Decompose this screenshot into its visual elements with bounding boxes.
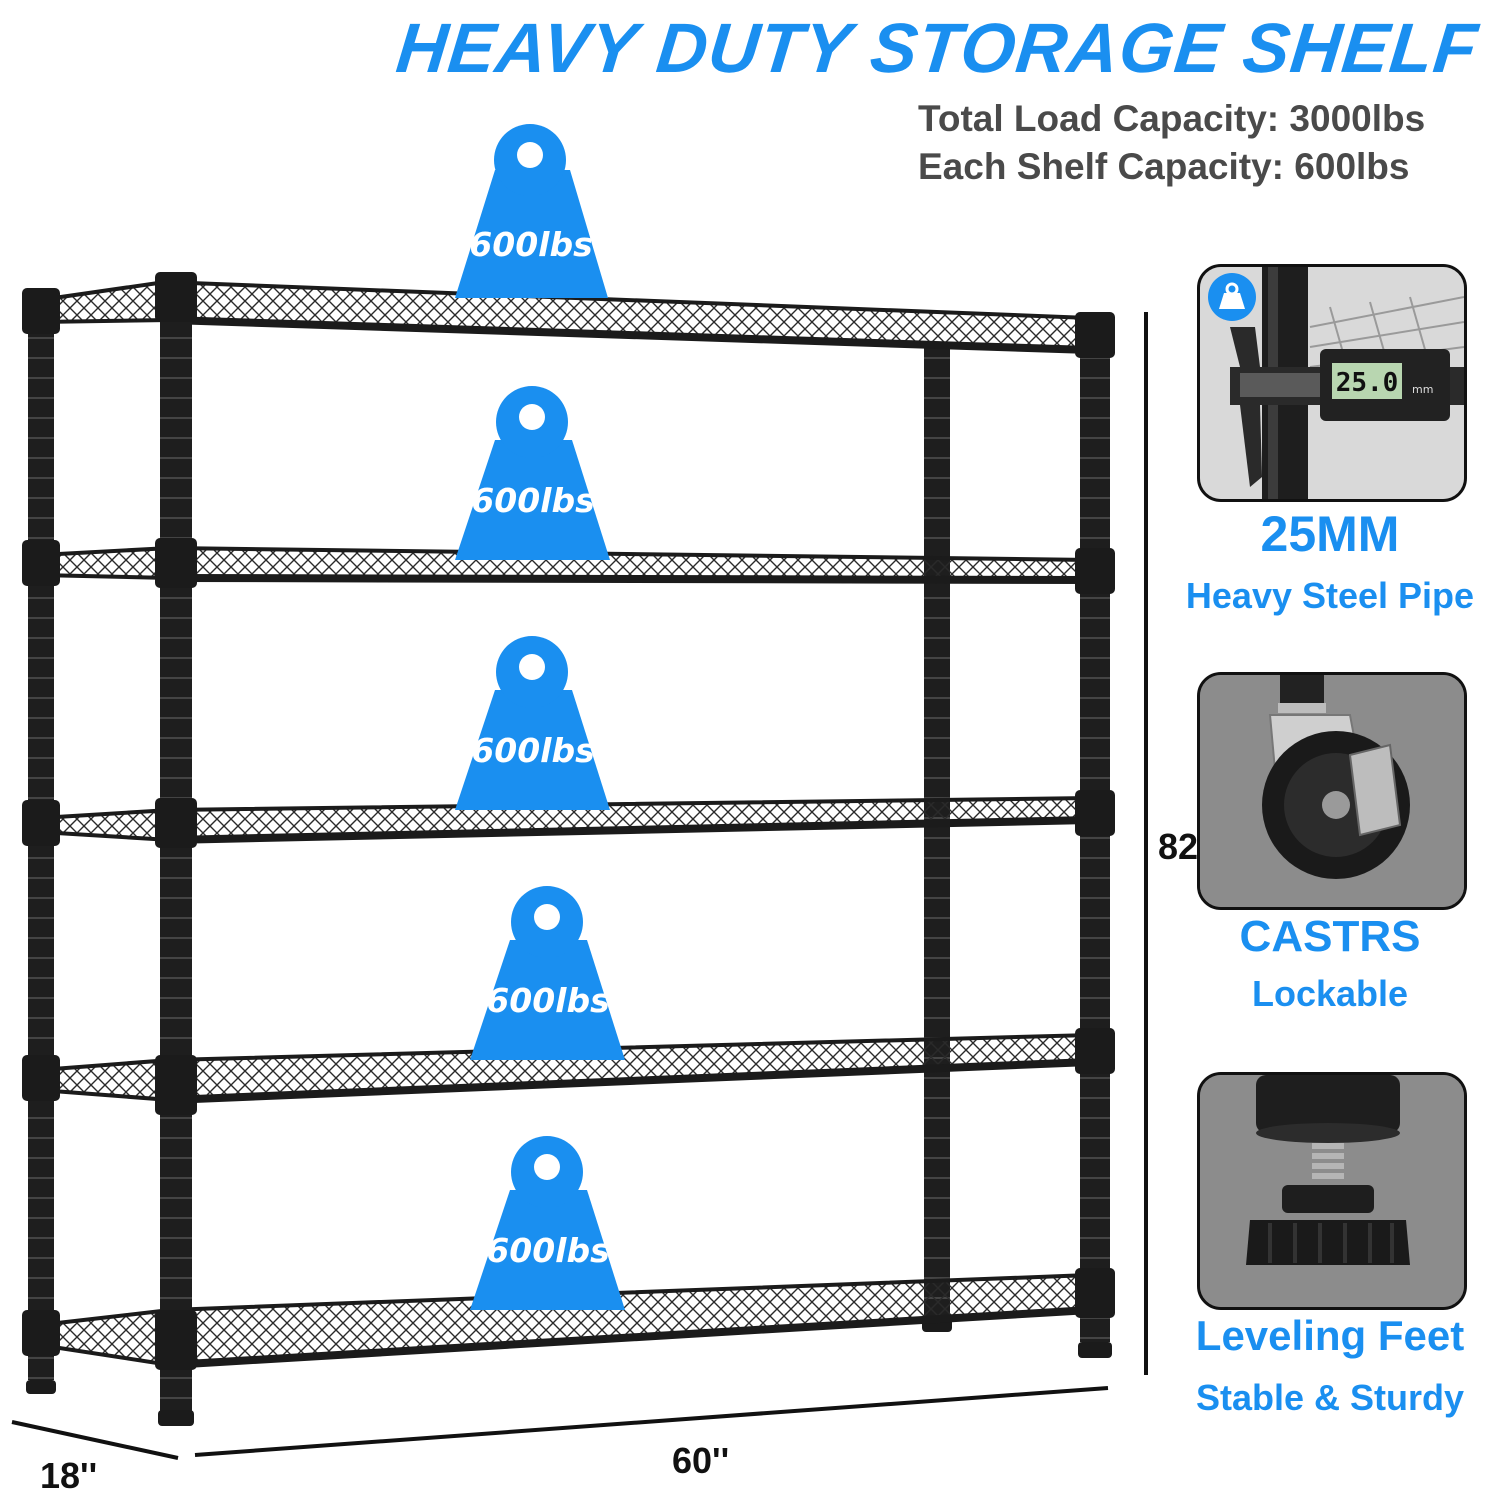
shelf-illustration: 600lbs 600lbs 600lbs 600lbs 600lbs	[11, 124, 1148, 1460]
caliper-unit: mm	[1412, 383, 1433, 396]
back-left-foot	[26, 1380, 56, 1394]
depth-dimension-line	[11, 1420, 179, 1460]
weight-icon-shelf-4: 600lbs	[470, 886, 625, 1060]
total-capacity-text: Total Load Capacity: 3000lbs	[918, 98, 1426, 139]
caliper-reading: 25.0	[1336, 368, 1399, 398]
shelf-capacity-text: Each Shelf Capacity: 600lbs	[918, 146, 1410, 187]
weight-label: 600lbs	[471, 481, 594, 520]
depth-dimension-label: 18''	[40, 1455, 98, 1496]
caliper-icon: 25.0 mm	[1200, 267, 1464, 499]
feature-caster-subheading: Lockable	[1251, 973, 1409, 1014]
leveling-foot-icon	[1200, 1075, 1464, 1307]
width-dimension-label: 60''	[672, 1440, 730, 1481]
feature-pipe-heading: 25MM	[1260, 506, 1400, 562]
caster-photo	[1197, 672, 1467, 910]
weight-label: 600lbs	[469, 225, 592, 264]
front-left-foot	[158, 1410, 194, 1426]
weight-label: 600lbs	[486, 981, 609, 1020]
caster-wheel-icon	[1200, 675, 1464, 907]
front-right-foot	[1078, 1342, 1112, 1358]
weight-icon-shelf-3: 600lbs	[455, 636, 610, 810]
feature-feet-heading: Leveling Feet	[1195, 1312, 1465, 1359]
feature-pipe-subheading: Heavy Steel Pipe	[1185, 575, 1475, 616]
back-right-post	[924, 345, 950, 1330]
width-dimension-line	[194, 1386, 1109, 1457]
weight-label: 600lbs	[471, 731, 594, 770]
feature-feet-subheading: Stable & Sturdy	[1195, 1377, 1465, 1418]
leveling-foot-photo	[1197, 1072, 1467, 1310]
weight-icon-shelf-1: 600lbs	[455, 124, 608, 298]
pipe-caliper-photo: 25.0 mm	[1197, 264, 1467, 502]
feature-caster-heading: CASTRS	[1239, 912, 1421, 961]
weight-icon-shelf-2: 600lbs	[455, 386, 610, 560]
weight-icon-shelf-5: 600lbs	[470, 1136, 625, 1310]
weight-label: 600lbs	[486, 1231, 609, 1270]
